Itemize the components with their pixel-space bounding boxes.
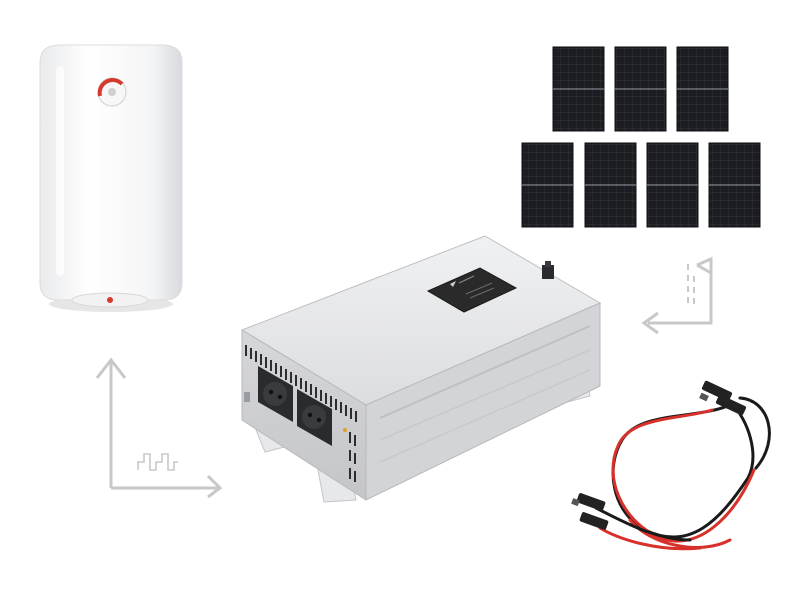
power-indicator xyxy=(71,292,149,308)
ac-flow-arrow xyxy=(95,357,223,499)
solar-panel xyxy=(646,142,699,228)
dc-input-connector xyxy=(542,261,554,279)
solar-panel xyxy=(676,46,729,132)
thermostat-dial xyxy=(97,77,127,107)
solar-panel xyxy=(521,142,574,228)
mc4-connector xyxy=(699,380,747,416)
water-heater xyxy=(39,44,183,312)
solar-inverter xyxy=(240,235,602,503)
dc-flow-arrow xyxy=(641,256,713,335)
mc4-connector xyxy=(571,493,609,530)
solar-panel xyxy=(614,46,667,132)
solar-panel xyxy=(584,142,637,228)
square-wave-icon xyxy=(137,453,178,471)
ac-outlet xyxy=(297,389,332,446)
label-plate xyxy=(426,267,518,313)
solar-panel-array xyxy=(521,46,761,228)
pv-cable-set xyxy=(571,380,771,551)
solar-panel xyxy=(552,46,605,132)
ground-terminal xyxy=(244,392,250,402)
status-led xyxy=(343,428,347,432)
solar-panel xyxy=(708,142,761,228)
ac-outlet xyxy=(258,366,293,422)
